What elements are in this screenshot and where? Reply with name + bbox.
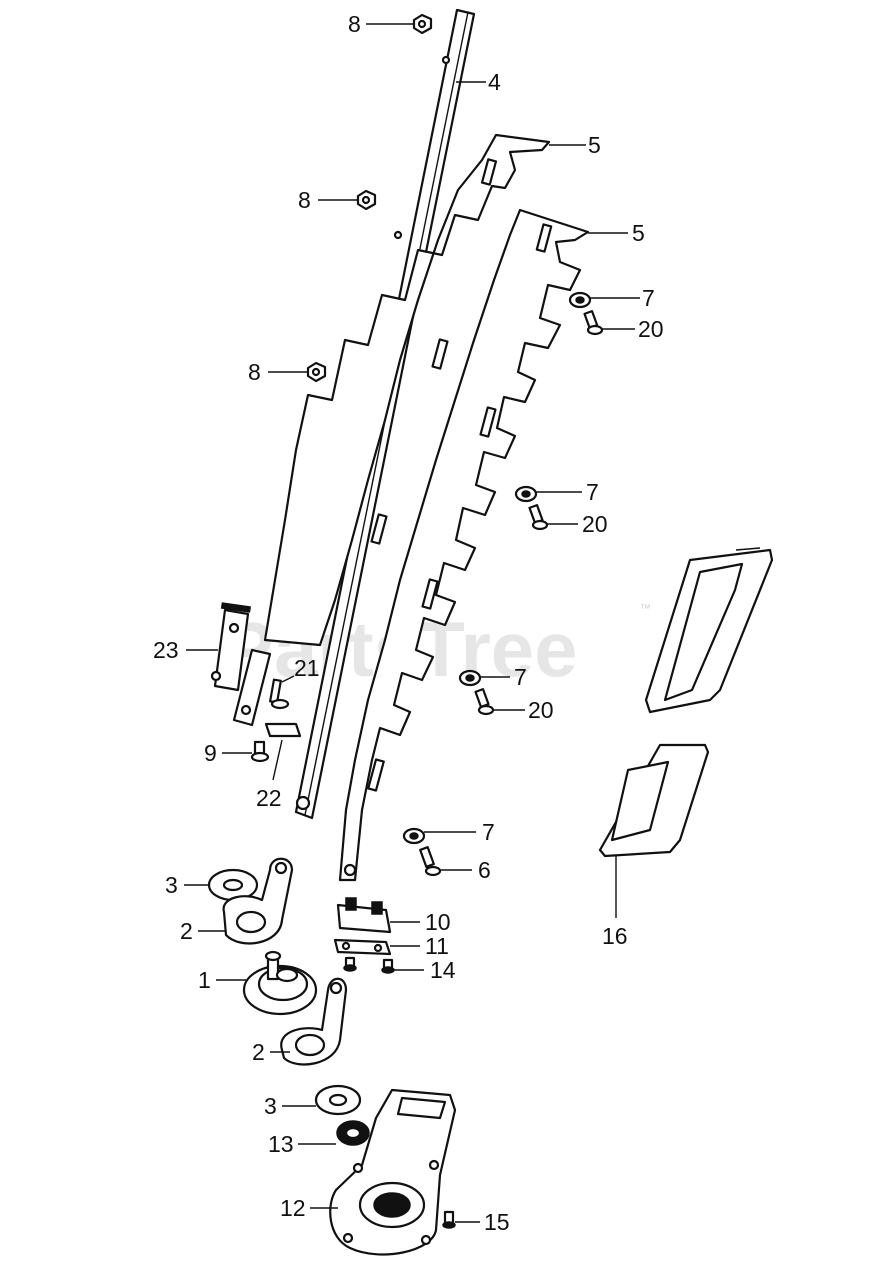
callout-2-bottom: 2 xyxy=(252,1039,265,1065)
callout-7-c: 7 xyxy=(514,664,527,690)
part-5-rear-blade xyxy=(263,133,551,647)
callout-7-d: 7 xyxy=(482,819,495,845)
part-2-crank-top xyxy=(222,857,294,945)
part-14-screw-right xyxy=(381,958,395,974)
callout-1: 1 xyxy=(198,967,211,993)
callout-2-top: 2 xyxy=(180,918,193,944)
callout-14: 14 xyxy=(430,957,456,983)
callout-7-b: 7 xyxy=(586,479,599,505)
callout-3-top: 3 xyxy=(165,872,178,898)
part-23-bracket xyxy=(210,602,272,727)
callout-20-a: 20 xyxy=(638,316,664,342)
callout-11: 11 xyxy=(425,933,449,959)
part-20-bolt-c xyxy=(474,688,495,716)
callout-8-middle: 8 xyxy=(298,187,311,213)
callout-9: 9 xyxy=(204,740,217,766)
part-7-washer-d xyxy=(402,827,426,845)
part-6-bolt xyxy=(419,846,442,877)
part-5-front-blade xyxy=(338,208,590,882)
part-2-crank-bottom xyxy=(280,977,348,1066)
callout-23: 23 xyxy=(153,637,179,663)
part-10-clamp-block xyxy=(336,897,392,934)
part-3-washer-top xyxy=(207,868,259,902)
callout-5-front-blade: 5 xyxy=(632,220,645,246)
part-14-screw-left xyxy=(343,956,357,972)
part-1-gear xyxy=(242,950,318,1016)
part-20-bolt-a xyxy=(583,310,604,336)
part-15-screw xyxy=(442,1210,456,1229)
leader-lines xyxy=(184,23,640,1223)
callout-10: 10 xyxy=(425,909,451,935)
callout-13: 13 xyxy=(268,1131,294,1157)
callout-7-a: 7 xyxy=(642,285,655,311)
callout-20-c: 20 xyxy=(528,697,554,723)
callout-16: 16 xyxy=(602,923,628,949)
watermark-trademark: ™ xyxy=(640,603,651,615)
callout-8-top: 8 xyxy=(348,11,361,37)
part-16-blade-cover xyxy=(598,547,774,858)
callout-6: 6 xyxy=(478,857,491,883)
part-7-washer-b xyxy=(514,485,538,503)
part-8-nut-top xyxy=(412,13,433,35)
part-3-washer-bottom xyxy=(314,1084,362,1116)
part-13-bearing xyxy=(336,1120,370,1146)
part-9-bolt xyxy=(250,740,270,763)
callout-8-lower: 8 xyxy=(248,359,261,385)
part-8-nut-lower xyxy=(306,361,327,383)
part-8-nut-middle xyxy=(356,189,377,211)
callout-21: 21 xyxy=(294,655,320,681)
part-21-bolt xyxy=(269,678,290,710)
callout-labels: 8 4 5 5 8 7 20 8 7 20 23 21 7 20 9 22 7 … xyxy=(153,11,664,1235)
callout-22: 22 xyxy=(256,785,282,811)
part-12-gear-case xyxy=(329,1088,457,1256)
callout-20-b: 20 xyxy=(582,511,608,537)
part-11-plate xyxy=(333,938,392,956)
part-20-bolt-b xyxy=(528,504,549,531)
callout-12: 12 xyxy=(280,1195,306,1221)
callout-4: 4 xyxy=(488,69,501,95)
callout-5-rear-blade: 5 xyxy=(588,132,601,158)
part-7-washer-c xyxy=(458,669,482,687)
part-7-washer-a xyxy=(568,291,592,309)
part-22-spacer xyxy=(264,722,302,738)
callout-15: 15 xyxy=(484,1209,510,1235)
callout-3-bottom: 3 xyxy=(264,1093,277,1119)
